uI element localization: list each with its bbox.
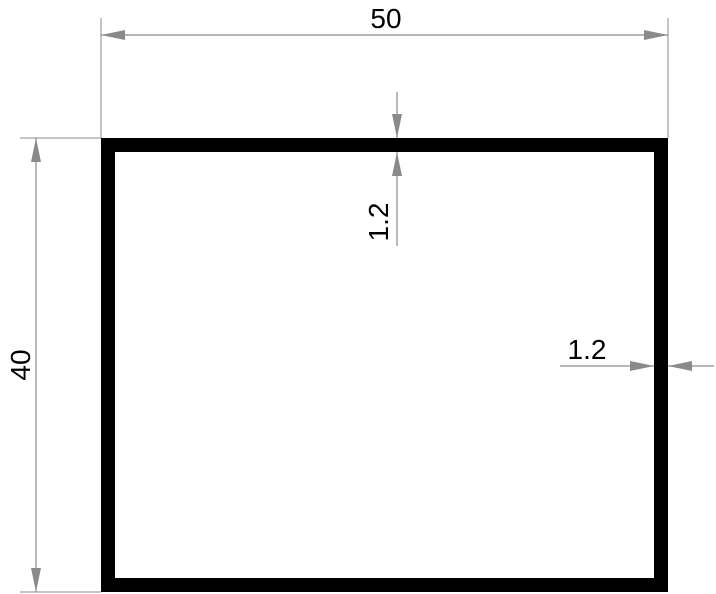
tube-profile-outline — [101, 138, 668, 592]
top-thickness-arrow-up — [392, 152, 402, 176]
side-thickness-label: 1.2 — [568, 334, 607, 365]
height-arrow-top — [31, 138, 41, 162]
side-wall-thickness-dimension: 1.2 — [560, 334, 714, 371]
top-wall-thickness-dimension: 1.2 — [363, 92, 402, 246]
width-dimension: 50 — [101, 3, 668, 40]
top-thickness-arrow-down — [392, 114, 402, 138]
top-thickness-label: 1.2 — [363, 203, 394, 242]
height-arrow-bottom — [31, 568, 41, 592]
height-dimension-label: 40 — [5, 349, 36, 380]
side-thickness-arrow-left — [668, 361, 692, 371]
extension-lines — [20, 18, 669, 593]
width-dimension-label: 50 — [370, 3, 401, 34]
side-thickness-arrow-right — [630, 361, 654, 371]
height-dimension: 40 — [5, 138, 41, 592]
width-arrow-left — [101, 30, 125, 40]
width-arrow-right — [644, 30, 668, 40]
